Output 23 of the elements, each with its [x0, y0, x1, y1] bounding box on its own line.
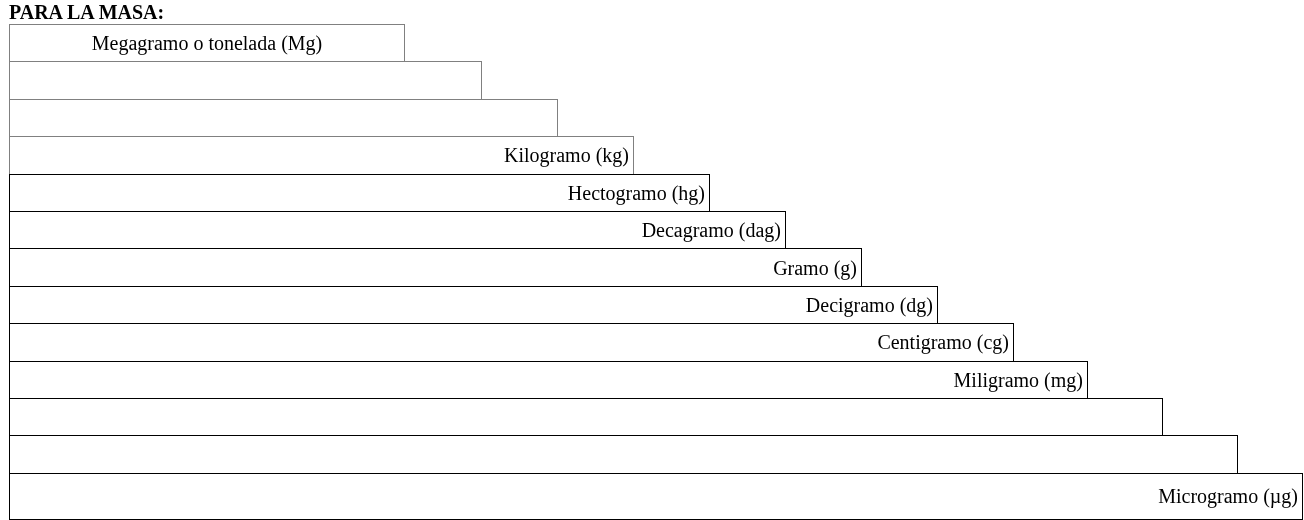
unit-label: Decigramo (dg) [805, 294, 933, 316]
unit-bar [9, 360, 1088, 399]
unit-label: Miligramo (mg) [953, 368, 1083, 391]
unit-bar [9, 24, 405, 63]
unit-bar [9, 472, 1303, 520]
unit-label: Hectogramo (hg) [567, 181, 705, 204]
unit-bar [9, 248, 862, 287]
title: PARA LA MASA: [9, 0, 165, 24]
unit-label: Microgramo (µg) [1158, 485, 1298, 508]
unit-label: Gramo (g) [773, 256, 857, 279]
unit-bar [9, 285, 938, 325]
unit-label: Decagramo (dag) [641, 219, 781, 242]
unit-bar [9, 173, 710, 212]
unit-label: Megagramo o tonelada (Mg) [91, 32, 323, 55]
unit-bar [9, 323, 1014, 362]
empty-bar [9, 398, 1163, 437]
unit-label: Kilogramo (kg) [504, 144, 629, 167]
unit-bar [9, 211, 786, 250]
unit-label: Centigramo (cg) [877, 331, 1009, 354]
empty-bar [9, 98, 558, 138]
unit-bar [9, 136, 634, 175]
empty-bar [9, 435, 1238, 474]
empty-bar [9, 61, 482, 100]
